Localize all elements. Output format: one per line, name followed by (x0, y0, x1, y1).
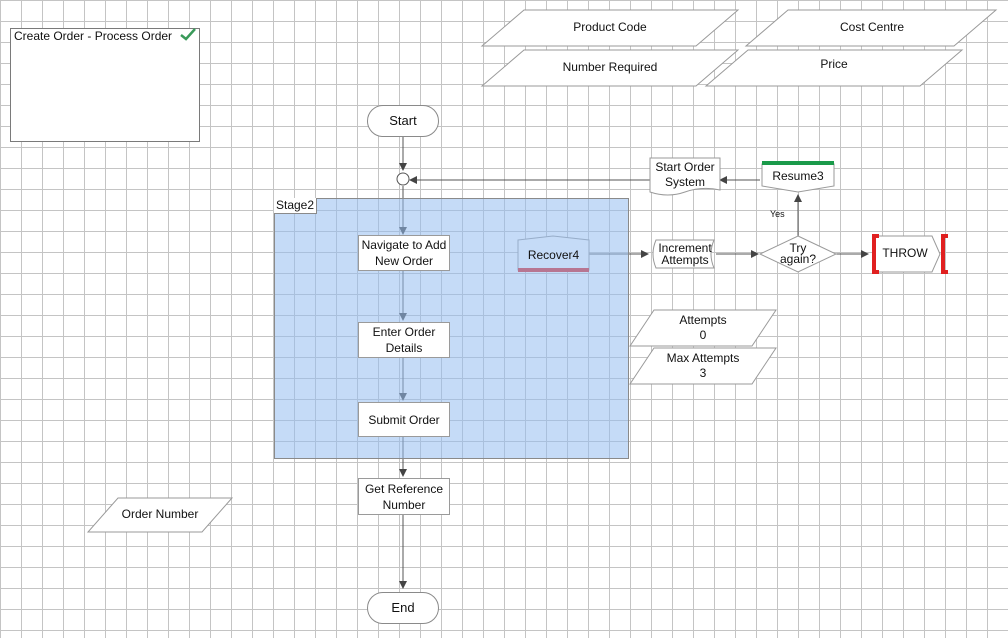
throw-node[interactable]: THROW (882, 245, 928, 260)
get-reference-action[interactable]: Get Reference Number (358, 478, 450, 515)
check-icon (179, 27, 197, 46)
throw-left-bracket (872, 234, 879, 274)
navigate-action[interactable]: Navigate to Add New Order (358, 235, 450, 271)
data-max-attempts-shape (629, 347, 777, 385)
stage-label: Stage2 (274, 198, 318, 214)
data-order-number-shape (86, 497, 234, 533)
start-node[interactable]: Start (367, 105, 439, 137)
data-attempts-shape (629, 309, 777, 347)
data-attempts[interactable]: Attempts 0 (679, 313, 727, 342)
start-system-node[interactable]: Start Order System (655, 160, 715, 189)
data-number-required[interactable]: Number Required (562, 59, 658, 74)
submit-order-action[interactable]: Submit Order (358, 402, 450, 437)
start-system-shape (649, 157, 721, 196)
increment-shape (652, 239, 715, 269)
data-price-shape (704, 49, 964, 87)
throw-right-bracket (941, 234, 948, 274)
increment-node[interactable]: Increment Attempts (658, 241, 712, 267)
try-again-node[interactable]: Try again? (779, 241, 817, 266)
resume-node[interactable]: Resume3 (772, 168, 824, 183)
data-cost-centre[interactable]: Cost Centre (839, 19, 905, 34)
recover-node[interactable]: Recover4 (527, 247, 580, 262)
data-max-attempts[interactable]: Max Attempts 3 (666, 351, 740, 380)
try-again-shape (758, 235, 838, 273)
junction-node (396, 172, 410, 186)
data-product-code[interactable]: Product Code (573, 19, 647, 34)
process-title: Create Order - Process Order (14, 29, 173, 43)
stage-block[interactable] (274, 198, 629, 459)
data-cost-centre-shape (744, 9, 998, 47)
yes-label: Yes (770, 209, 785, 219)
data-order-number[interactable]: Order Number (121, 506, 199, 521)
data-number-required-shape (480, 49, 740, 87)
enter-details-action[interactable]: Enter Order Details (358, 322, 450, 358)
data-price[interactable]: Price (820, 56, 848, 71)
end-node[interactable]: End (367, 592, 439, 624)
process-info-panel: Create Order - Process Order (10, 28, 200, 142)
data-product-code-shape (480, 9, 740, 47)
